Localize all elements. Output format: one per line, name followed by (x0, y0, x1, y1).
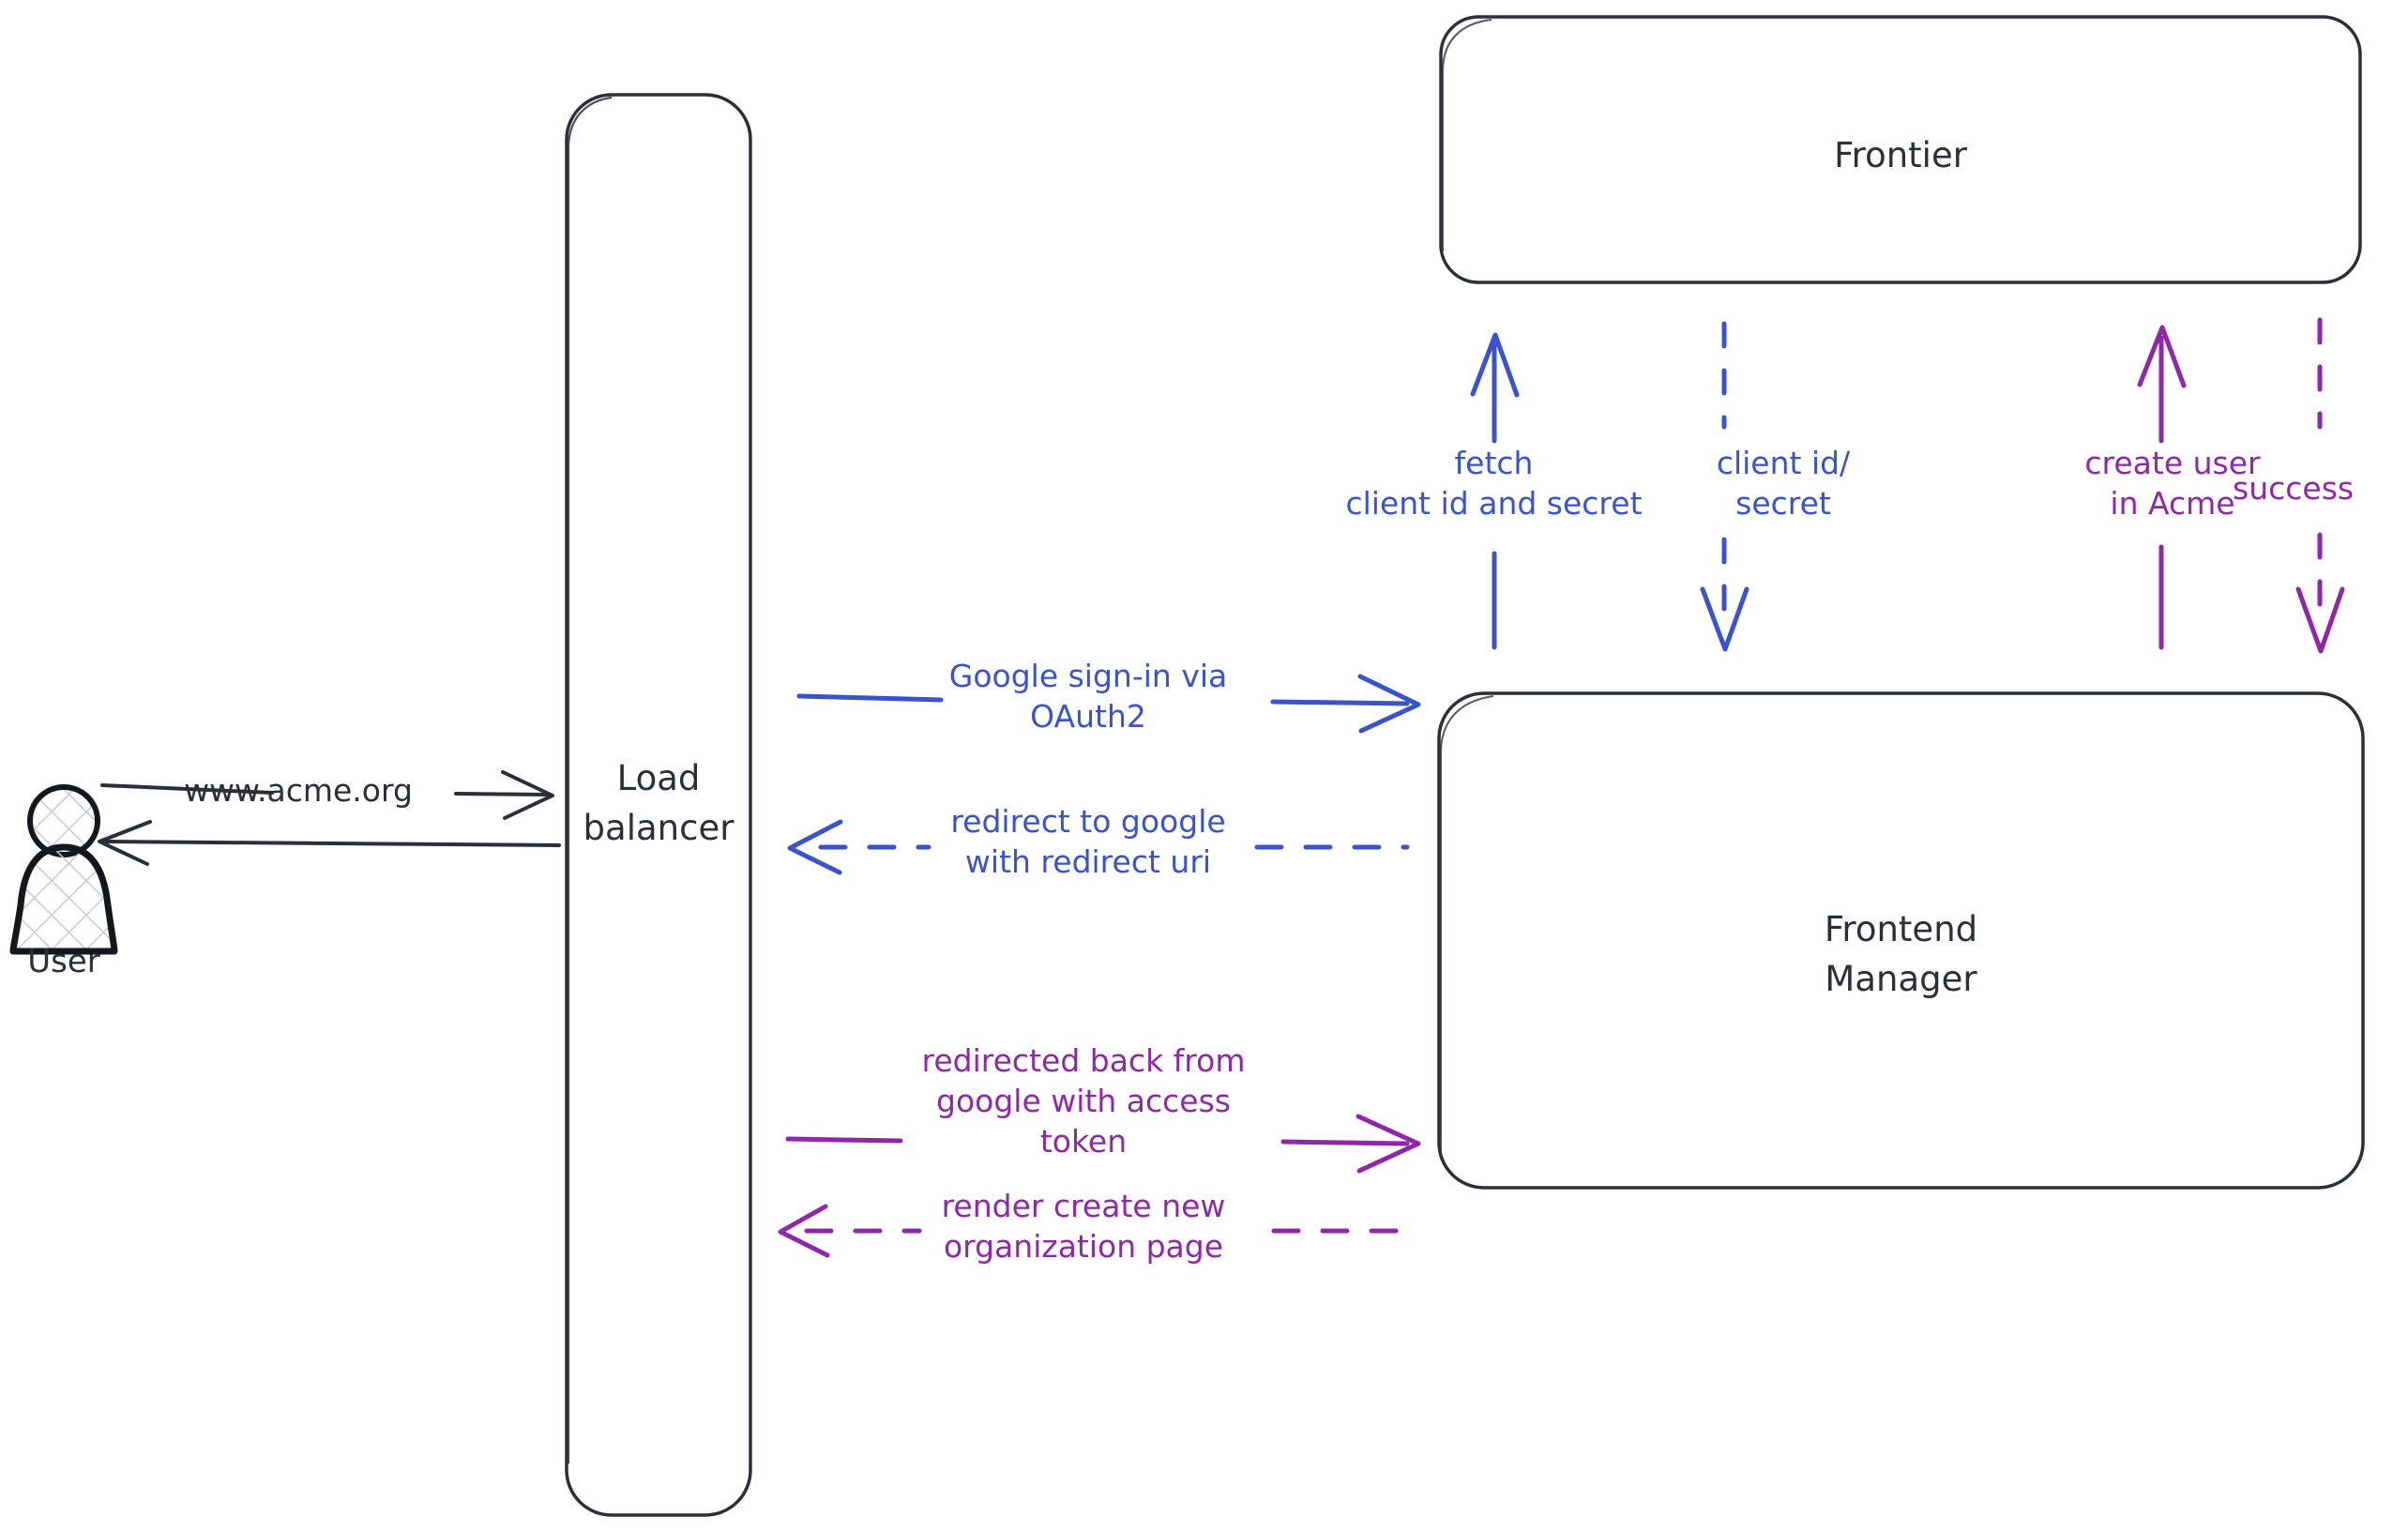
edge-success (2295, 317, 2345, 654)
edge-render-create-org (778, 1204, 1410, 1258)
node-frontier-shape[interactable] (1439, 15, 2362, 284)
edge-fetch-client-credentials (1470, 332, 1520, 650)
edge-user-to-lb (100, 770, 554, 820)
edge-lb-to-user (98, 820, 561, 866)
edge-google-signin (796, 674, 1421, 734)
edge-redirected-back-token (785, 1114, 1421, 1174)
edge-client-id-secret (1700, 321, 1749, 652)
edge-redirect-to-google (787, 819, 1410, 875)
edge-create-user-in-acme (2137, 325, 2187, 650)
node-load-balancer-shape[interactable] (565, 93, 752, 1517)
actor-user-figure (9, 784, 118, 955)
node-frontend-manager-shape[interactable] (1437, 691, 2365, 1190)
